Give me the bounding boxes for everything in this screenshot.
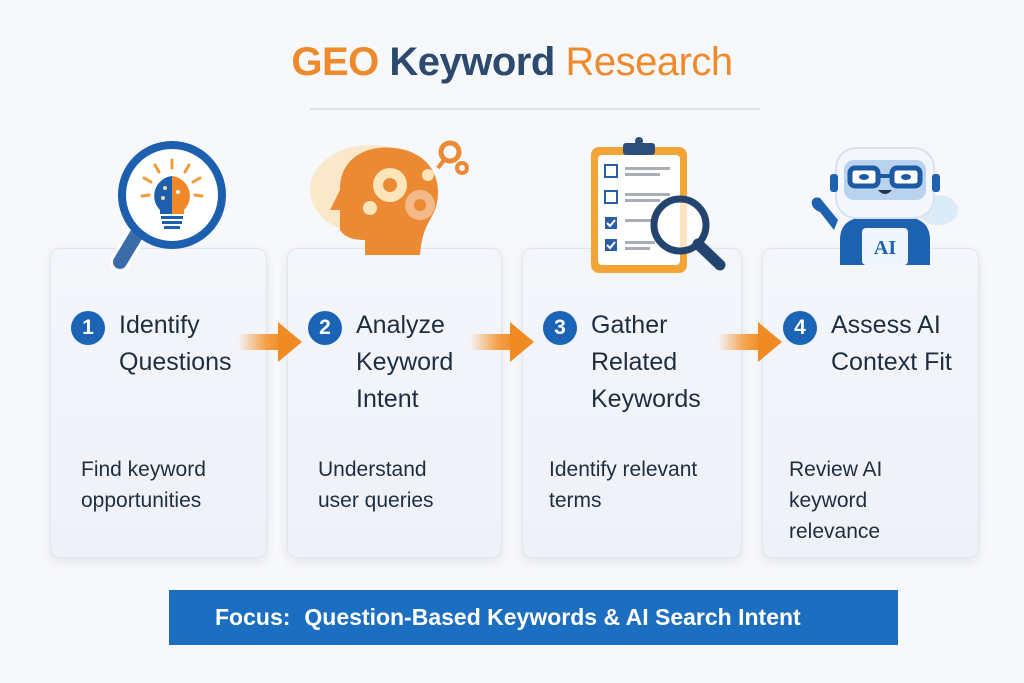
step-title: Identify Questions	[119, 311, 232, 376]
step-card-1: 1 Identify Questions Find keyword opport…	[50, 248, 267, 558]
step-title: Analyze Keyword Intent	[356, 311, 454, 413]
ai-robot-icon: AI	[811, 147, 958, 265]
step-card-4: 4 Assess AI Context Fit Review AI keywor…	[762, 248, 979, 558]
step-description: Understand user queries	[318, 458, 434, 512]
head-gears-icon	[310, 140, 469, 255]
step-card-3: 3 Gather Related Keywords Identify relev…	[522, 248, 742, 558]
focus-banner: Focus: Question-Based Keywords & AI Sear…	[169, 590, 898, 645]
step-card-2: 2 Analyze Keyword Intent Understand user…	[287, 248, 502, 558]
page-title: GEO Keyword Research	[0, 40, 1024, 85]
step-number-badge: 1	[71, 311, 105, 345]
step-number-badge: 3	[543, 311, 577, 345]
arrow-right-icon	[238, 322, 302, 362]
focus-label: Focus:	[215, 604, 291, 630]
title-keyword: Keyword	[389, 40, 555, 84]
step-title: Assess AI Context Fit	[831, 311, 952, 376]
arrow-right-icon	[470, 322, 534, 362]
clipboard-magnifier-icon	[591, 137, 726, 273]
step-number-badge: 4	[783, 311, 817, 345]
title-geo: GEO	[291, 40, 379, 84]
magnifier-lightbulb-icon	[110, 141, 226, 272]
step-description: Identify relevant terms	[549, 458, 698, 512]
title-divider	[310, 108, 760, 110]
robot-ai-badge: AI	[874, 237, 896, 259]
title-research: Research	[565, 40, 733, 84]
step-description: Review AI keyword relevance	[789, 458, 883, 543]
focus-text: Question-Based Keywords & AI Search Inte…	[304, 604, 801, 630]
step-number-badge: 2	[308, 311, 342, 345]
step-description: Find keyword opportunities	[81, 458, 206, 512]
step-title: Gather Related Keywords	[591, 311, 701, 413]
arrow-right-icon	[718, 322, 782, 362]
